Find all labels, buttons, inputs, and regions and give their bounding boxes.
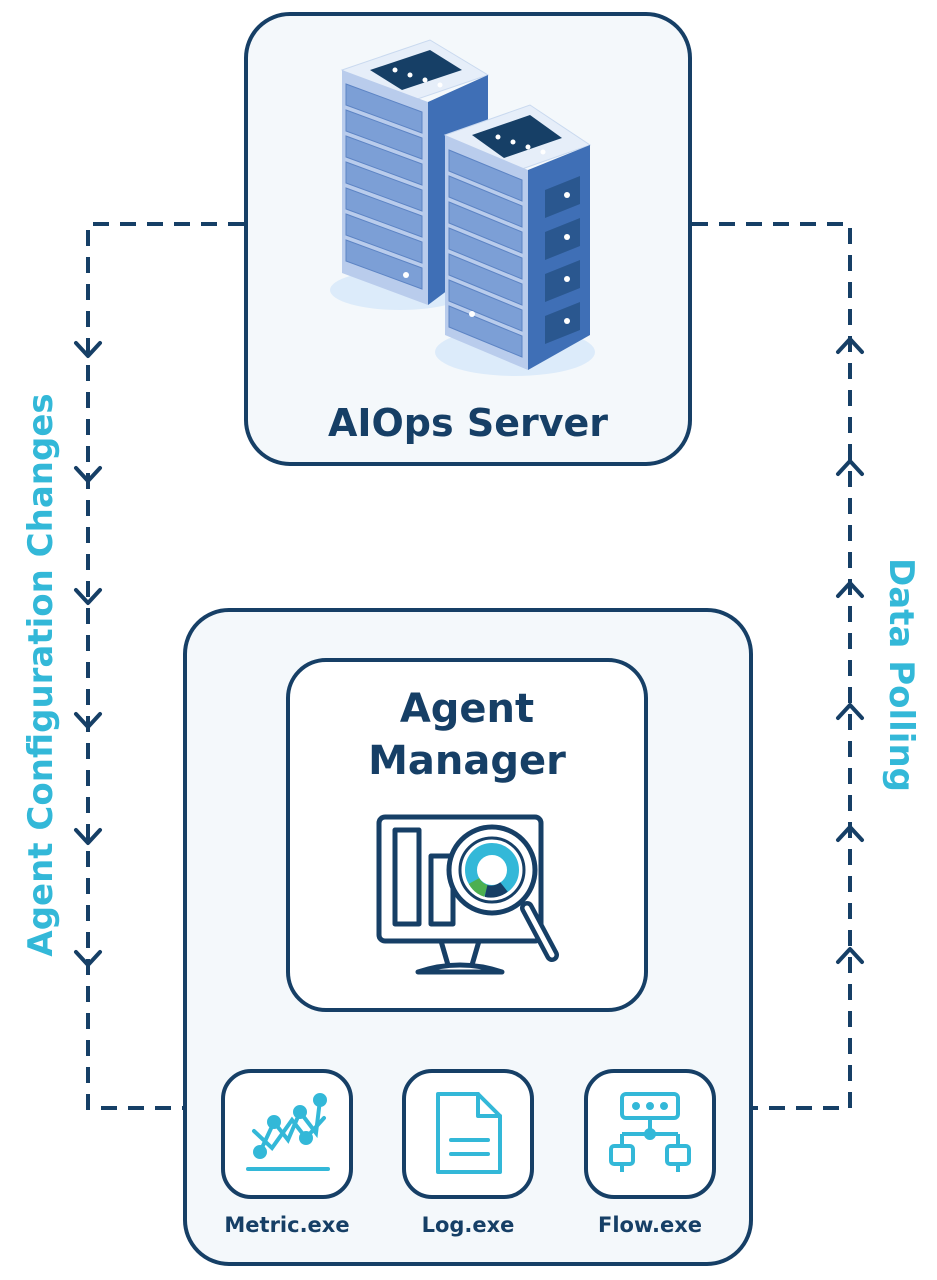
agent-metric: Metric.exe bbox=[221, 1069, 353, 1237]
agent-flow: Flow.exe bbox=[584, 1069, 716, 1237]
server-title: AIOps Server bbox=[328, 401, 608, 445]
down-arrow-icon bbox=[74, 950, 102, 967]
up-arrow-icon bbox=[836, 581, 864, 598]
aiops-server-box: AIOps Server bbox=[244, 12, 692, 466]
down-arrow-icon bbox=[74, 588, 102, 605]
agent-label: Flow.exe bbox=[598, 1213, 702, 1237]
down-arrow-icon bbox=[74, 828, 102, 845]
metric-chart-icon bbox=[246, 1093, 330, 1171]
agent-manager-title-line1: Agent bbox=[400, 686, 534, 732]
flow-network-icon bbox=[609, 1092, 691, 1172]
right-flow-label: Data Polling bbox=[881, 558, 921, 792]
up-arrow-icon bbox=[836, 703, 864, 720]
document-icon bbox=[436, 1092, 502, 1174]
agent-manager-title-line2: Manager bbox=[368, 738, 566, 784]
agent-manager-box: Agent Manager bbox=[286, 658, 648, 1012]
agent-log: Log.exe bbox=[402, 1069, 534, 1237]
agent-label: Metric.exe bbox=[224, 1213, 349, 1237]
up-arrow-icon bbox=[836, 459, 864, 476]
agent-host-box: Agent Manager bbox=[183, 608, 753, 1266]
up-arrow-icon bbox=[836, 825, 864, 842]
up-arrow-icon bbox=[836, 337, 864, 354]
left-connector-line bbox=[86, 222, 244, 1110]
up-arrow-icon bbox=[836, 947, 864, 964]
left-flow-label: Agent Configuration Changes bbox=[21, 393, 61, 956]
right-connector-line bbox=[692, 222, 852, 1110]
down-arrow-icon bbox=[74, 341, 102, 358]
down-arrow-icon bbox=[74, 712, 102, 729]
server-rack-icon bbox=[330, 39, 595, 376]
down-arrow-icon bbox=[74, 466, 102, 483]
donut-chart-icon bbox=[465, 843, 519, 898]
agent-label: Log.exe bbox=[422, 1213, 515, 1237]
